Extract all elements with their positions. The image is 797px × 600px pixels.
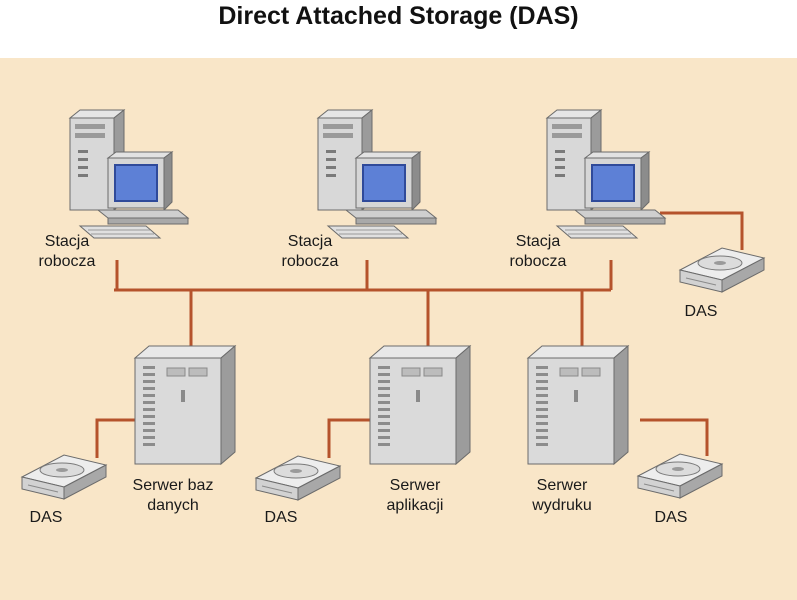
das-label-workstation: DAS: [684, 303, 718, 320]
das-device-print: [637, 453, 723, 499]
das-device-database: [21, 454, 107, 500]
server-database-label-line1: Serwer baz: [132, 477, 214, 494]
workstation-1: [69, 109, 189, 239]
server-database-label-line2: danych: [147, 497, 199, 514]
workstation-2-label-line2: robocza: [281, 253, 339, 270]
server-print-label-line1: Serwer: [536, 477, 588, 494]
workstation-3-label: Stacja robocza: [493, 232, 583, 272]
server-database: [134, 345, 236, 465]
workstation-1-label-line2: robocza: [38, 253, 96, 270]
server-print: [527, 345, 629, 465]
diagram-title: Direct Attached Storage (DAS): [218, 2, 579, 30]
diagram-panel: [0, 58, 797, 600]
das-label-application: DAS: [264, 509, 298, 526]
server-print-label-line2: wydruku: [532, 497, 592, 514]
workstation-2-label-line1: Stacja: [287, 233, 333, 250]
das-label-print: DAS: [654, 509, 688, 526]
workstation-1-label: Stacja robocza: [22, 232, 112, 272]
workstation-1-label-line1: Stacja: [44, 233, 90, 250]
server-database-label: Serwer baz danych: [118, 476, 228, 516]
workstation-2-label: Stacja robocza: [265, 232, 355, 272]
server-print-label: Serwer wydruku: [507, 476, 617, 516]
server-application-label: Serwer aplikacji: [360, 476, 470, 516]
workstation-3: [546, 109, 666, 239]
network-bus: [95, 211, 744, 458]
server-application-label-line2: aplikacji: [386, 497, 444, 514]
server-application-label-line1: Serwer: [389, 477, 441, 494]
das-label-database: DAS: [29, 509, 63, 526]
workstation-3-label-line2: robocza: [509, 253, 567, 270]
server-application: [369, 345, 471, 465]
workstation-3-label-line1: Stacja: [515, 233, 561, 250]
workstation-2: [317, 109, 437, 239]
das-device-application: [255, 455, 341, 501]
das-device-workstation: [679, 247, 765, 293]
